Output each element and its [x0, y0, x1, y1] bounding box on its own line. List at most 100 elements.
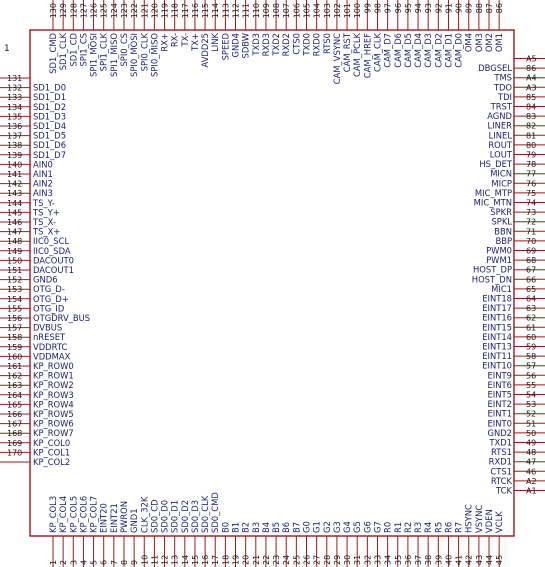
- pin-number: 19: [232, 555, 241, 565]
- pin-label: OM4: [464, 33, 474, 52]
- pin-number: 166: [7, 410, 22, 419]
- pin-number: 110: [252, 3, 261, 18]
- pin-number: 154: [7, 295, 22, 304]
- pin-number: 120: [150, 3, 159, 18]
- pin-number: 41: [455, 555, 464, 565]
- pin-number: 38: [424, 555, 433, 565]
- right-pin-group: A586DBGSELA4TMSA3TDO85TDI84TRST83AGND82L…: [472, 55, 545, 496]
- pin-label: OTG_ID: [33, 303, 64, 313]
- pin-label: PWRON: [119, 501, 129, 533]
- pin-number: 94: [414, 3, 423, 13]
- pin-label: SD1_D0: [33, 83, 66, 93]
- pin-label: EINT15: [482, 322, 512, 332]
- pin-number: 2: [59, 560, 68, 565]
- pin-label: G6: [362, 521, 372, 533]
- pin-label: TMS: [493, 73, 512, 83]
- pin-number: 109: [262, 3, 271, 18]
- pin-label: TS_Y+: [32, 207, 60, 217]
- pin-label: EINT10: [482, 361, 512, 371]
- pin-label: SPI1_MOSI: [89, 33, 99, 77]
- pin-label: CAM_D5: [403, 33, 413, 68]
- pin-label: AIN3: [33, 188, 53, 198]
- pin-label: TXD0: [302, 33, 312, 57]
- pin-label: KP_COL2: [33, 457, 70, 467]
- pin-number: 112: [232, 3, 241, 18]
- pin-label: MIC_MTP: [475, 188, 512, 198]
- pin-label: SPI1_CLK: [99, 32, 109, 71]
- pin-number: 60: [526, 333, 536, 342]
- pin-number: 142: [7, 180, 22, 189]
- pin-number: 62: [526, 314, 536, 323]
- pin-number: 20: [242, 555, 251, 565]
- pin-label: AIN0: [33, 159, 53, 169]
- pin-label: KP_COL4: [58, 496, 68, 533]
- pin-label: CAM_RST: [342, 32, 352, 72]
- pin-number: 108: [272, 3, 281, 18]
- pin-label: DACOUT0: [33, 255, 74, 265]
- pin-label: SDBW: [241, 33, 251, 59]
- pin-number: 95: [404, 3, 413, 13]
- pin-number: 128: [69, 3, 78, 18]
- pin-number: 86: [495, 3, 504, 13]
- pin-number: 130: [49, 3, 58, 18]
- pin-label: SPI1_MISO: [109, 33, 119, 77]
- pin-label: SPI0_MISO: [149, 33, 159, 77]
- pin-number: A3: [526, 83, 537, 92]
- pin-label: R1: [393, 522, 403, 533]
- pin-label: G5: [352, 521, 362, 533]
- pin-number: 47: [526, 458, 536, 467]
- pin-number: 126: [90, 3, 99, 18]
- pin-label: SD1_D1: [33, 92, 66, 102]
- pin-label: GND1: [129, 508, 139, 533]
- pin-number: 101: [343, 3, 352, 18]
- pin-label: SPEED: [220, 33, 230, 60]
- pin-label: SD0_D2: [180, 500, 190, 533]
- pin-label: CAM_PCLK: [352, 32, 362, 77]
- pin-label: VDDMAX: [33, 351, 71, 361]
- pin-label: CAM_D1: [443, 33, 453, 68]
- pin-number: 115: [201, 3, 210, 18]
- pin-label: EINT2: [488, 399, 512, 409]
- pin-label: EINT18: [482, 294, 512, 304]
- pin-label: KP_ROW6: [33, 419, 74, 429]
- pin-number: 73: [526, 208, 536, 217]
- pin-number: 86: [526, 64, 536, 73]
- pin-number: 25: [292, 555, 301, 565]
- pin-label: B2: [241, 522, 251, 533]
- pin-label: SD1_CMD: [48, 33, 58, 74]
- pin-label: CAM_CLK: [372, 32, 382, 72]
- pin-number: 75: [526, 189, 536, 198]
- pin-label: RXD3: [261, 33, 271, 56]
- pin-label: KP_ROW5: [33, 409, 74, 419]
- pin-number: A4: [526, 74, 537, 83]
- pin-label: KP_COL1: [33, 447, 70, 457]
- pin-number: 27: [313, 555, 322, 565]
- pin-number: 23: [272, 555, 281, 565]
- pin-number: 7: [110, 560, 119, 565]
- pin-label: R0: [383, 522, 393, 533]
- pin-label: KP_ROW0: [33, 361, 74, 371]
- pin-number: 34: [384, 555, 393, 565]
- pin-label: VSYNC: [474, 505, 484, 533]
- pin-number: 13: [171, 555, 180, 565]
- pin-number: 107: [282, 3, 291, 18]
- pin-number: 104: [313, 3, 322, 18]
- pin-label: TDO: [493, 82, 513, 92]
- pin-label: GND6: [33, 275, 58, 285]
- pin-label: HOST_DN: [472, 274, 512, 284]
- pin-label: RXD2: [281, 33, 291, 56]
- pin-number: 74: [526, 199, 536, 208]
- pin-label: EINT1: [488, 409, 512, 419]
- pin-label: G1: [312, 521, 322, 533]
- pin-label: SD1_D4: [33, 121, 66, 131]
- pin-number: 152: [7, 276, 22, 285]
- pin-label: B1: [231, 522, 241, 533]
- pin-number: 63: [526, 304, 536, 313]
- pin-number: 150: [7, 256, 22, 265]
- pin-number: 79: [526, 151, 536, 160]
- pin-label: IIC0_SDA: [33, 246, 71, 256]
- pin-label: EINT17: [482, 303, 512, 313]
- pin-label: SPI1_CS: [78, 33, 88, 67]
- pin-number: 161: [7, 362, 22, 371]
